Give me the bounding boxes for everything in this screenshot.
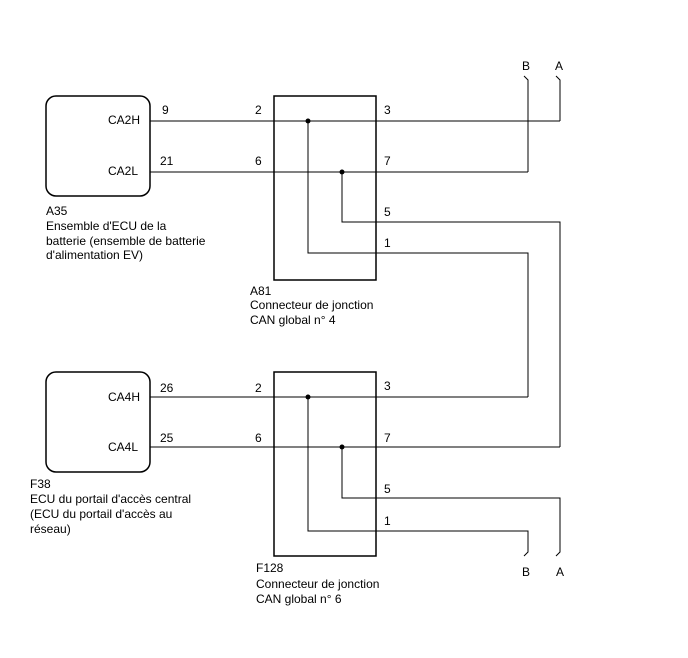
- ecu-a35-pin-num-21: 21: [160, 154, 174, 168]
- junction-a81-pin-7: 7: [384, 154, 391, 168]
- junction-f128-pin-6: 6: [255, 431, 262, 445]
- junction-a81-pin-3: 3: [384, 103, 391, 117]
- junction-f128-pin-5: 5: [384, 482, 391, 496]
- terminal-top-b: B: [522, 59, 530, 73]
- junction-a81-desc-1: Connecteur de jonction: [250, 298, 373, 312]
- junction-f128-desc-2: CAN global n° 6: [256, 592, 342, 606]
- junction-f128-id: F128: [256, 561, 284, 575]
- junction-a81-internal-pin1: [307, 121, 376, 254]
- junction-a81-pin-1: 1: [384, 236, 391, 250]
- junction-f128-pin-3: 3: [384, 379, 391, 393]
- junction-a81-box: [273, 95, 377, 281]
- ecu-f38-pin-num-25: 25: [160, 431, 174, 445]
- junction-a81-id: A81: [250, 284, 272, 298]
- ecu-a35-desc-3: d'alimentation EV): [46, 248, 143, 262]
- ecu-f38-id: F38: [30, 477, 51, 491]
- ecu-f38-pin-num-26: 26: [160, 381, 174, 395]
- junction-f128-box: [273, 371, 377, 557]
- ecu-a35-desc-1: Ensemble d'ECU de la: [46, 219, 167, 233]
- terminal-top-b-line: [523, 75, 529, 172]
- junction-f128-pin-2: 2: [255, 381, 262, 395]
- terminal-bottom-b: B: [522, 565, 530, 579]
- ecu-f38-box: [45, 371, 151, 473]
- ecu-f38-pin-ca4l: CA4L: [108, 440, 138, 454]
- ecu-a35-box: [45, 95, 151, 197]
- junction-f128-desc-1: Connecteur de jonction: [256, 577, 379, 591]
- terminal-top-a-line: [555, 75, 561, 121]
- terminal-top-a: A: [555, 59, 563, 73]
- terminal-bottom-a: A: [556, 565, 564, 579]
- terminal-bottom-a-line: [376, 497, 561, 557]
- wire-a81-pin1-to-f128-pin3: [376, 252, 529, 397]
- ecu-a35-desc-2: batterie (ensemble de batterie: [46, 234, 206, 248]
- junction-a81-pin-6: 6: [255, 154, 262, 168]
- junction-a81-desc-2: CAN global n° 4: [250, 313, 336, 327]
- wire-a81-pin5-to-f128-pin7: [376, 221, 561, 447]
- ecu-a35-id: A35: [46, 204, 68, 218]
- junction-f128-internal-pin1: [307, 397, 376, 532]
- junction-a81-pin-5: 5: [384, 205, 391, 219]
- junction-a81-pin-2: 2: [255, 103, 262, 117]
- ecu-a35-pin-ca2l: CA2L: [108, 164, 138, 178]
- junction-f128-pin-7: 7: [384, 431, 391, 445]
- ecu-a35-pin-num-9: 9: [162, 103, 169, 117]
- ecu-f38-desc-3: réseau): [30, 522, 71, 536]
- ecu-f38-desc-2: (ECU du portail d'accès au: [30, 507, 172, 521]
- ecu-a35-pin-ca2h: CA2H: [108, 113, 140, 127]
- ecu-f38-desc-1: ECU du portail d'accès central: [30, 492, 191, 506]
- junction-a81-internal-pin5: [341, 172, 376, 223]
- junction-f128-internal-pin5: [341, 447, 376, 499]
- terminal-bottom-b-line: [376, 530, 529, 557]
- junction-f128-pin-1: 1: [384, 514, 391, 528]
- ecu-f38-pin-ca4h: CA4H: [108, 390, 140, 404]
